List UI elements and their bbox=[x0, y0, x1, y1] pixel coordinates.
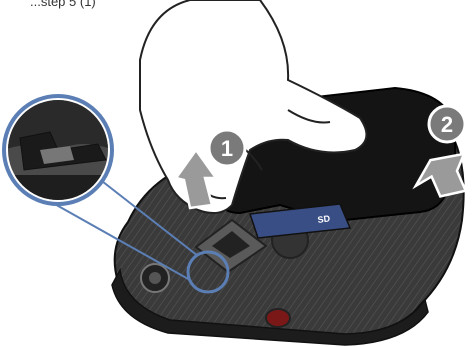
camera-lens bbox=[266, 309, 290, 327]
magnified-inset bbox=[4, 96, 114, 206]
headset-jack bbox=[141, 264, 169, 292]
callout-1-number: 1 bbox=[221, 136, 233, 161]
callout-2-number: 2 bbox=[441, 112, 453, 137]
callout-2: 2 bbox=[429, 106, 465, 142]
callout-1: 1 bbox=[209, 130, 245, 166]
memory-card-label: SD bbox=[317, 213, 331, 225]
